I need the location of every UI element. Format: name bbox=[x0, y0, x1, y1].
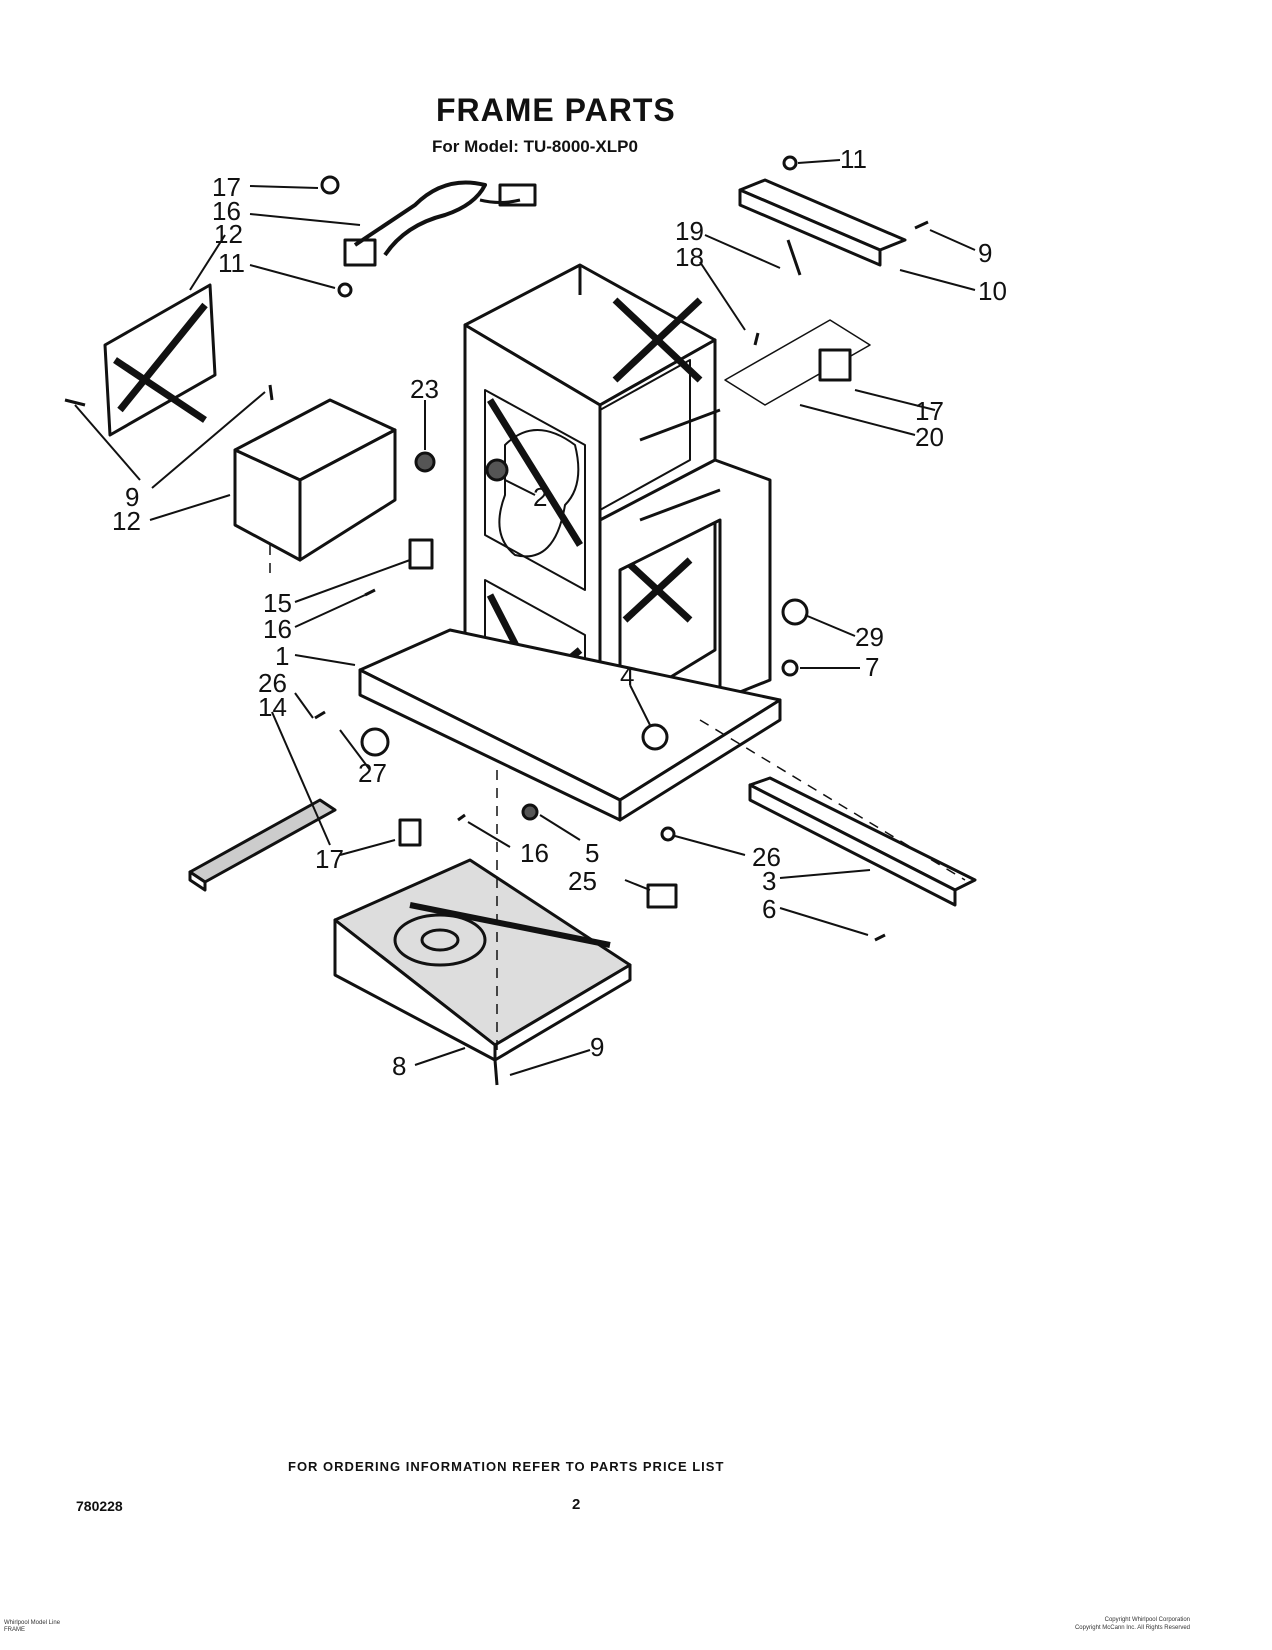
callout: 9 bbox=[590, 1032, 604, 1062]
left-rail bbox=[188, 798, 337, 892]
callout: 5 bbox=[585, 838, 599, 868]
part-26 bbox=[660, 826, 676, 842]
copyright-notice: Copyright Whirlpool Corporation Copyrigh… bbox=[990, 1616, 1190, 1632]
small-print-line: Whirlpool Model Line bbox=[4, 1620, 61, 1626]
part-9-screw bbox=[493, 1059, 499, 1086]
small-print-left: Whirlpool Model Line FRAME bbox=[4, 1620, 60, 1634]
part-17 bbox=[398, 818, 422, 847]
part-7 bbox=[781, 659, 799, 677]
callout: 3 bbox=[762, 866, 776, 896]
part-28 bbox=[314, 710, 326, 720]
model-subtitle: For Model: TU-8000-XLP0 bbox=[432, 137, 638, 156]
part-29 bbox=[781, 598, 809, 626]
callout: 19 bbox=[675, 216, 704, 246]
power-cord bbox=[343, 180, 537, 267]
base-rail bbox=[748, 776, 977, 907]
part-5 bbox=[521, 803, 539, 821]
page-title: FRAME PARTS bbox=[436, 92, 676, 128]
callout: 16 bbox=[263, 614, 292, 644]
callout-labels: 17 16 12 11 11 9 10 19 18 17 20 23 2 9 1… bbox=[112, 144, 1007, 1081]
part-9-left bbox=[64, 398, 86, 407]
page-number: 2 bbox=[572, 1496, 581, 1513]
callout: 11 bbox=[218, 248, 245, 278]
callout: 16 bbox=[212, 196, 241, 226]
callout: 25 bbox=[568, 866, 597, 896]
callout: 7 bbox=[865, 652, 879, 682]
switch-plate bbox=[724, 319, 871, 406]
part-11 bbox=[337, 282, 353, 298]
callout: 27 bbox=[358, 758, 387, 788]
part-23 bbox=[786, 239, 802, 276]
callout: 23 bbox=[410, 374, 439, 404]
callout: 9 bbox=[125, 482, 139, 512]
callout: 11 bbox=[840, 144, 867, 174]
part-2 bbox=[485, 458, 509, 482]
callout: 4 bbox=[620, 661, 634, 691]
small-print-line: FRAME bbox=[4, 1627, 25, 1633]
callout: 16 bbox=[520, 838, 549, 868]
ordering-note: FOR ORDERING INFORMATION REFER TO PARTS … bbox=[288, 1459, 725, 1474]
callout: 6 bbox=[762, 894, 776, 924]
callout: 17 bbox=[212, 172, 241, 202]
callout: 8 bbox=[392, 1051, 406, 1081]
leader-lines bbox=[74, 159, 976, 1076]
callout: 29 bbox=[855, 622, 884, 652]
part-16-lower bbox=[457, 813, 466, 822]
part-6 bbox=[874, 933, 886, 942]
frame-base bbox=[358, 628, 782, 822]
callout: 26 bbox=[258, 668, 287, 698]
callout: 12 bbox=[112, 506, 141, 536]
callout: 12 bbox=[214, 219, 243, 249]
cover-panel bbox=[233, 398, 397, 562]
callout: 14 bbox=[258, 692, 287, 722]
callout: 17 bbox=[315, 844, 344, 874]
part-9-right bbox=[914, 220, 929, 230]
callout: 18 bbox=[675, 242, 704, 272]
copyright-line: Copyright Whirlpool Corporation bbox=[1104, 1617, 1190, 1623]
part-22 bbox=[320, 175, 340, 195]
part-4 bbox=[641, 723, 669, 751]
callout: 26 bbox=[752, 842, 781, 872]
switch-part bbox=[818, 348, 852, 382]
copyright-line: Copyright McCann Inc. All Rights Reserve… bbox=[1074, 1625, 1190, 1631]
part-15 bbox=[408, 538, 434, 570]
callout: 20 bbox=[915, 422, 944, 452]
callout: 1 bbox=[275, 641, 289, 671]
callout: 10 bbox=[978, 276, 1007, 306]
part-24 bbox=[414, 451, 436, 473]
part-27 bbox=[360, 727, 390, 757]
part-25 bbox=[646, 883, 678, 909]
part-9-cover bbox=[268, 384, 274, 401]
callout: 2 bbox=[533, 482, 547, 512]
top-bracket bbox=[738, 178, 907, 267]
side-panel bbox=[103, 283, 217, 437]
document-number: 780228 bbox=[76, 1498, 123, 1514]
callout: 9 bbox=[978, 238, 992, 268]
bottom-pan bbox=[333, 858, 632, 1062]
part-19 bbox=[753, 332, 760, 346]
callout: 17 bbox=[915, 396, 944, 426]
part-11-right bbox=[782, 155, 798, 171]
callout: 15 bbox=[263, 588, 292, 618]
part-16 bbox=[364, 588, 376, 597]
